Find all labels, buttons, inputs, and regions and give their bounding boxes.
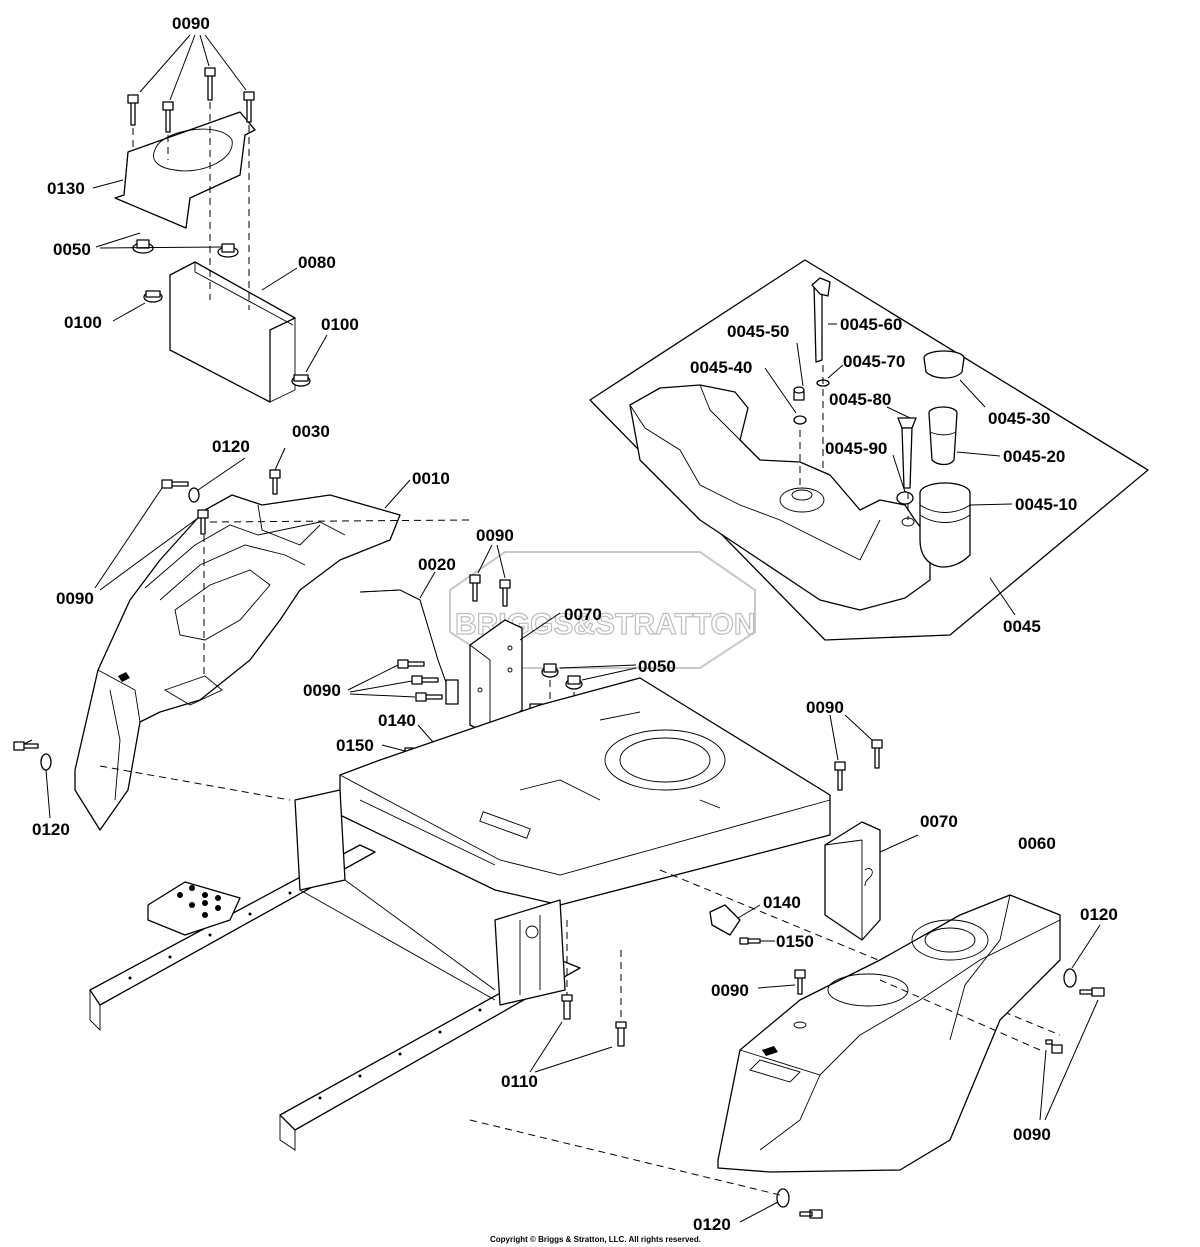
fuel-tank-leaders [764,323,1013,506]
label-0140-left: 0140 [378,711,416,730]
label-0045-30: 0045-30 [988,409,1050,428]
bracket-0130 [114,111,256,229]
label-0050-mid: 0050 [638,657,676,676]
cover-plate-0080 [169,261,296,403]
label-0060: 0060 [1018,834,1056,853]
label-0080: 0080 [298,253,336,272]
label-0045-60: 0045-60 [840,315,902,334]
label-0090-right-single: 0090 [711,981,749,1000]
label-0090-bolts: 0090 [303,681,341,700]
label-0140-right: 0140 [763,893,801,912]
label-0130: 0130 [47,179,85,198]
fuel-tank-parts [793,277,971,568]
label-0120-right: 0120 [1080,905,1118,924]
fuel-tank-0045 [629,384,931,611]
nuts-0100 [143,290,311,387]
label-0070-left: 0070 [564,605,602,624]
bolts-0110 [529,920,627,1073]
label-0045: 0045 [1003,617,1041,636]
fuel-tank-box [589,259,1149,641]
label-0010: 0010 [412,469,450,488]
copyright-text: Copyright © Briggs & Stratton, LLC. All … [490,1235,701,1244]
grommets-0050 [132,239,239,258]
label-0100-left: 0100 [64,313,102,332]
label-0120-top: 0120 [212,437,250,456]
label-0090-bottom-right: 0090 [1013,1125,1051,1144]
callout-labels: 0090 0130 0050 0080 0100 0100 0120 0030 … [32,14,1118,1234]
label-0070-right: 0070 [920,812,958,831]
label-0150-right: 0150 [776,932,814,951]
label-0045-90: 0045-90 [825,439,887,458]
right-fender-hardware [469,924,1105,1223]
label-0100-right: 0100 [321,315,359,334]
label-0030: 0030 [292,422,330,441]
left-fender-0010 [74,494,401,831]
label-0045-70: 0045-70 [843,352,905,371]
label-0110: 0110 [501,1072,538,1091]
right-fender-0060 [717,894,1061,1173]
bracket-0070-right [824,714,919,941]
label-0120-bottom: 0120 [693,1215,731,1234]
main-frame [89,677,831,1151]
label-0090-top: 0090 [172,14,210,33]
label-0020: 0020 [418,555,456,574]
cable-0020 [359,571,459,705]
label-0045-80: 0045-80 [829,390,891,409]
label-0045-20: 0045-20 [1003,447,1065,466]
label-0045-10: 0045-10 [1015,495,1077,514]
top-bolts [127,67,255,310]
leaders-fender [21,447,411,819]
label-0150-left: 0150 [336,736,374,755]
label-0090-right-bracket: 0090 [806,698,844,717]
fender-hardware [13,469,471,801]
label-0050-left: 0050 [53,240,91,259]
label-0045-40: 0045-40 [690,358,752,377]
label-0090-mid: 0090 [476,526,514,545]
label-0120-left: 0120 [32,820,70,839]
label-0090-left: 0090 [56,589,94,608]
bracket-0070-left [469,544,561,736]
label-0045-50: 0045-50 [727,322,789,341]
leaders-top-left [92,34,328,373]
